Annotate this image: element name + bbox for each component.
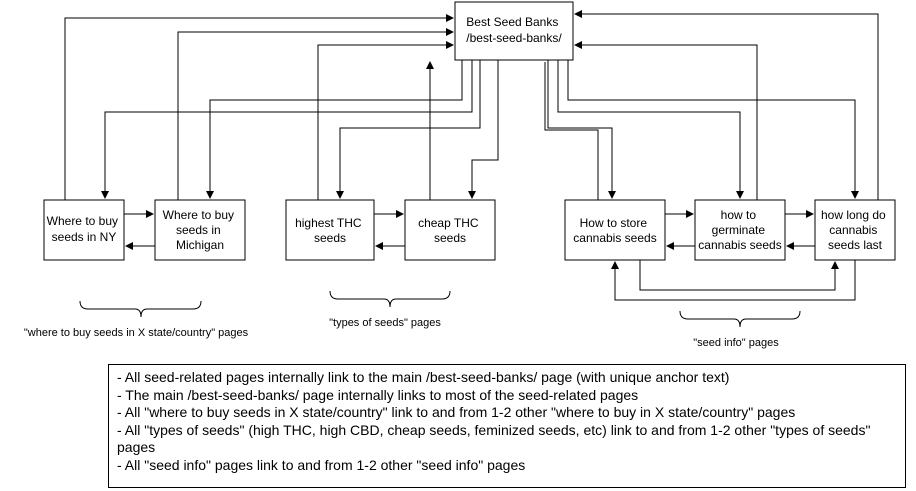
highest-thc-node [285,199,375,261]
types-group-label: "types of seeds" pages [329,317,441,329]
where-to-buy-brace [79,300,202,318]
highest-thc-node-label: highest THC seeds [295,216,365,245]
last-node-label: how long do cannabis seeds last [821,208,889,252]
ny-node [43,199,125,261]
seed-info-group-label: "seed info" pages [693,337,779,349]
hub-node [454,1,574,61]
cheap-thc-node [404,199,496,261]
note-line: - All "types of seeds" (high THC, high C… [117,421,871,456]
michigan-node [154,199,246,261]
where-to-buy-group-label: "where to buy seeds in X state/country" … [24,327,249,339]
germinate-node-label: how to germinate cannabis seeds [698,208,781,252]
link-michigan-to-hub [177,28,454,200]
note-line: - All "seed info" pages link to and from… [117,456,526,473]
link-hub-to-michigan [206,60,463,199]
germinate-node [694,199,786,261]
cheap-thc-node-label: cheap THC seeds [418,216,482,245]
types-brace [329,290,451,308]
link-hub-to-store [547,60,616,199]
note-line: - The main /best-seed-banks/ page intern… [117,386,639,403]
store-node-label: How to store cannabis seeds [573,216,656,245]
link-hub-to-last [567,60,859,199]
site-structure-diagram: Best Seed Banks /best-seed-banks/ Where … [24,1,896,349]
link-store-to-last [639,260,839,291]
link-hub-to-cheap-thc [468,60,499,199]
michigan-node-label: Where to buy seeds in Michigan [163,208,238,252]
link-hub-to-germinate [557,60,744,199]
link-hub-to-highest-thc [336,60,481,199]
link-hub-to-ny [101,60,473,199]
ny-node-label: Where to buy seeds in NY [47,214,122,244]
link-last-to-hub [574,10,879,200]
notes-box: - All seed-related pages internally link… [108,364,906,488]
seed-info-brace [679,310,801,328]
store-node [564,199,666,261]
link-ny-to-hub [64,14,454,200]
link-germinate-to-hub [574,41,758,200]
link-highest-thc-to-hub [317,41,454,200]
hub-node-label: Best Seed Banks /best-seed-banks/ [466,15,562,45]
note-line: - All "where to buy seeds in X state/cou… [117,404,796,420]
note-line: - All seed-related pages internally link… [117,369,730,385]
link-last-to-store [611,260,856,301]
link-store-to-hub [544,62,599,200]
